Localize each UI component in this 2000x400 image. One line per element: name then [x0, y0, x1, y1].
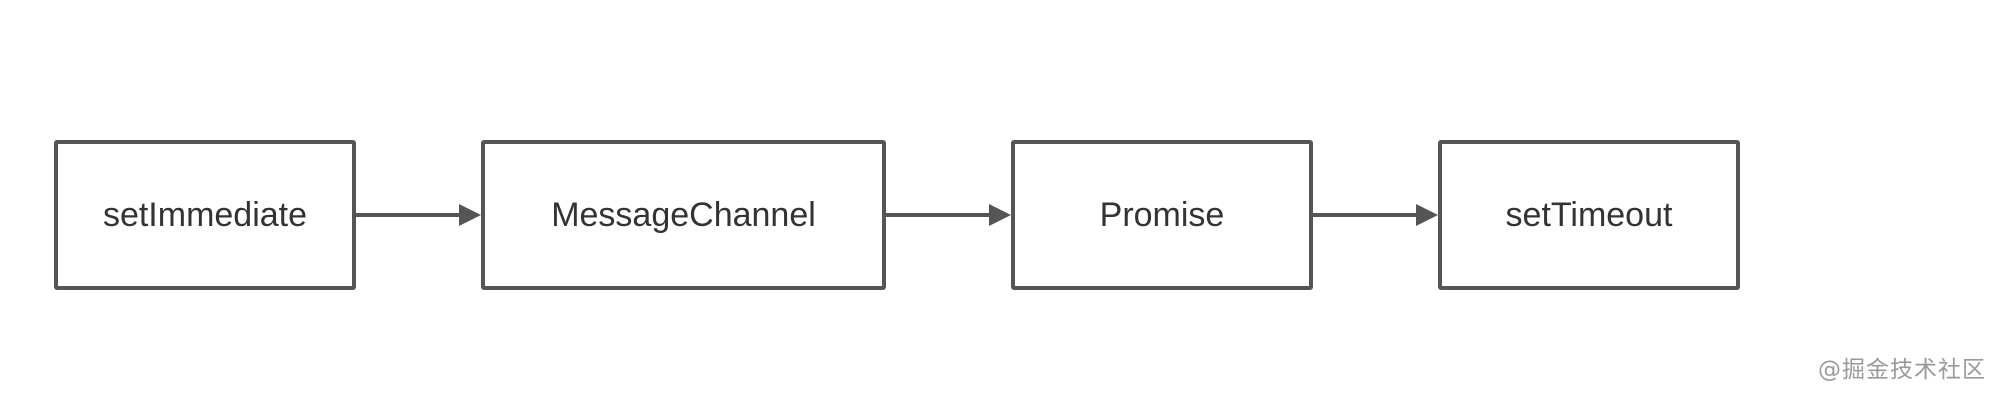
node-setimmediate: setImmediate: [54, 140, 356, 290]
node-promise: Promise: [1011, 140, 1313, 290]
arrow-messagechannel-to-promise: [886, 204, 1011, 226]
node-settimeout: setTimeout: [1438, 140, 1740, 290]
node-label: setImmediate: [102, 196, 308, 234]
node-label: MessageChannel: [551, 196, 816, 234]
arrow-promise-to-settimeout: [1313, 204, 1438, 226]
node-label: setTimeout: [1505, 196, 1673, 234]
watermark-text: @掘金技术社区: [1818, 357, 1986, 383]
node-label: Promise: [1099, 196, 1225, 234]
arrow-setimmediate-to-messagechannel: [356, 204, 481, 226]
node-messagechannel: MessageChannel: [481, 140, 886, 290]
